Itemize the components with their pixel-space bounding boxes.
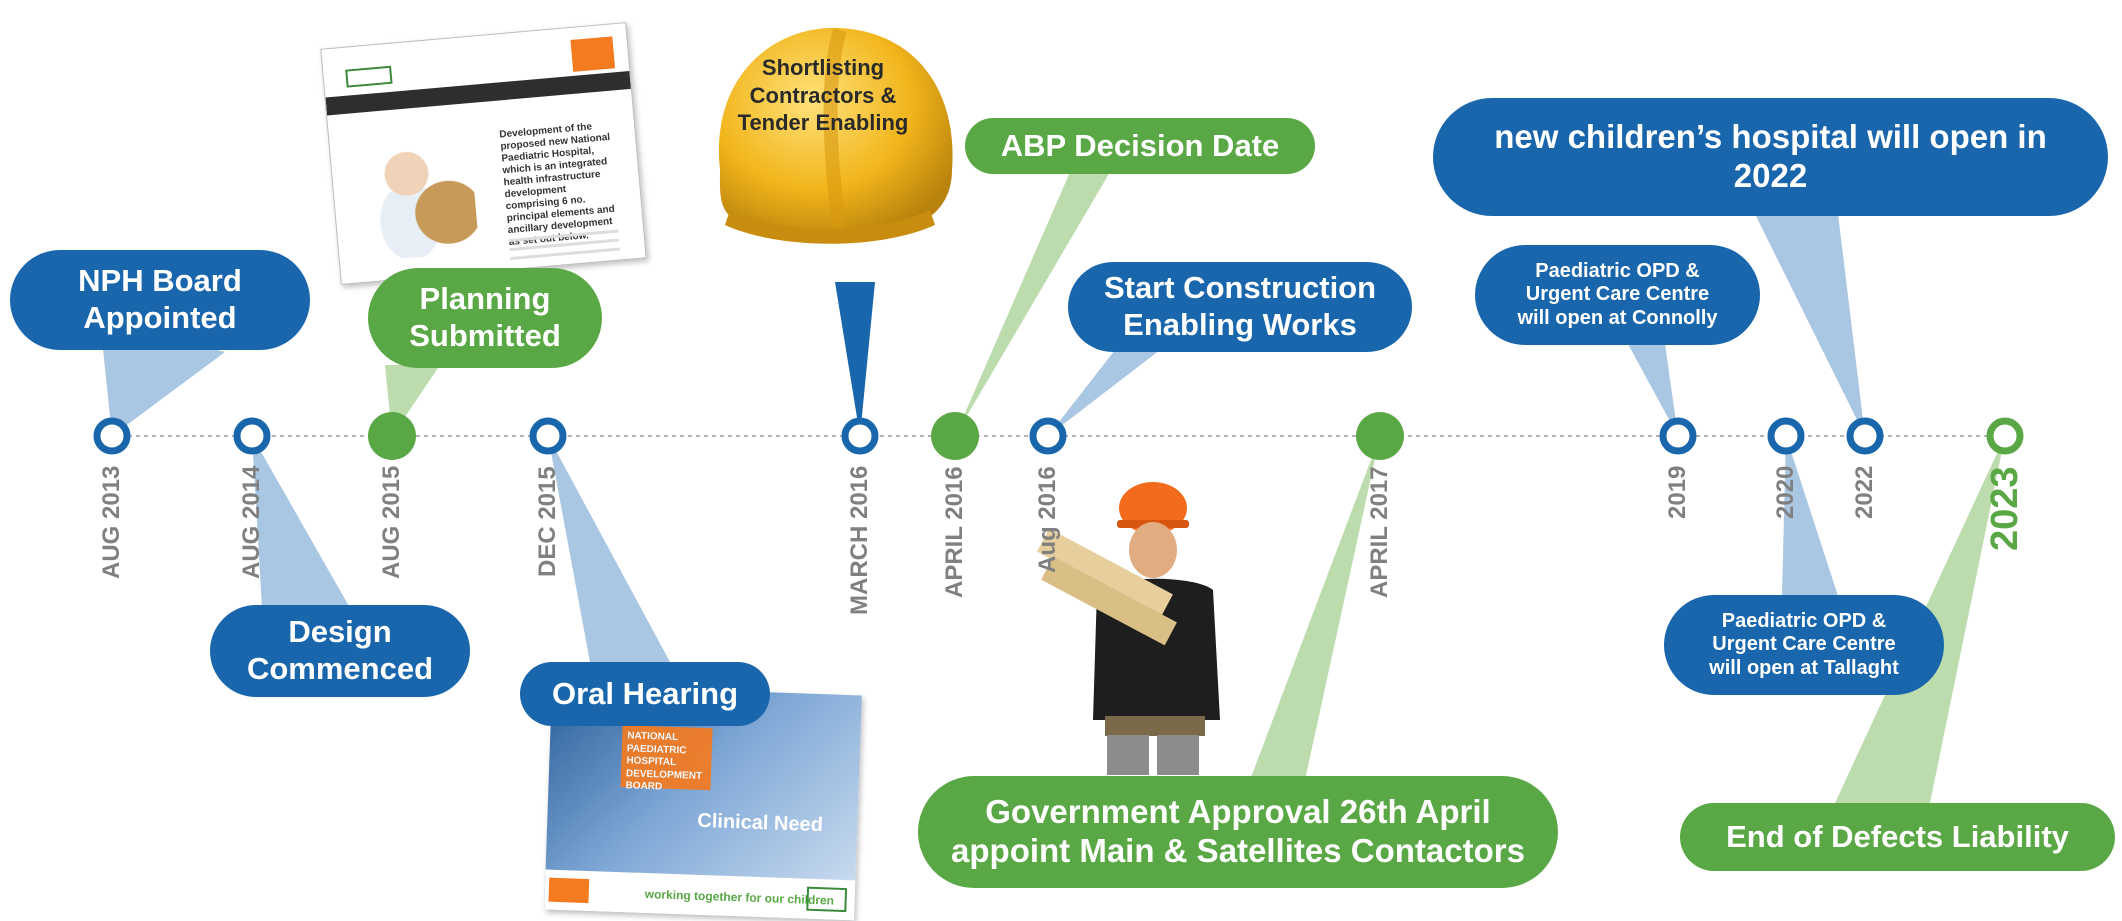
milestone-marker [1986,417,2024,455]
milestone-bubble: End of Defects Liability [1680,803,2115,871]
callout-pointer [1755,214,1865,436]
website-intro-text: Development of the proposed new National… [498,121,616,249]
milestone-date: 2022 [1851,465,1878,519]
milestone-bubble: Paediatric OPD & Urgent Care Centre will… [1475,245,1760,345]
milestone-label: Paediatric OPD & Urgent Care Centre will… [1709,609,1899,679]
ncm-logo-icon [345,65,393,88]
milestone-date: DEC 2015 [534,466,561,577]
milestone-marker [931,412,979,460]
milestone-marker [529,417,567,455]
design-build-logo-icon [548,877,590,904]
milestone-label: Start Construction Enabling Works [1103,270,1377,342]
milestone-bubble: Paediatric OPD & Urgent Care Centre will… [1664,595,1944,695]
callout-pointer [835,282,875,436]
slide-badge: NATIONAL PAEDIATRIC HOSPITAL DEVELOPMENT… [620,725,713,793]
callout-pointer [1048,350,1160,436]
milestone-marker [1356,412,1404,460]
milestone-marker [233,417,271,455]
milestone-date: APRIL 2017 [1366,466,1393,598]
milestone-marker [93,417,131,455]
milestone-marker [1659,417,1697,455]
design-build-logo-icon [570,36,616,72]
callout-pointer [1628,344,1678,436]
milestone-bubble: Planning Submitted [368,268,602,368]
milestone-marker [1846,417,1884,455]
milestone-bubble: Design Commenced [210,605,470,697]
callout-pointer [955,172,1110,436]
milestone-bubble: Start Construction Enabling Works [1068,262,1412,352]
slide-badge-text: NATIONAL PAEDIATRIC HOSPITAL DEVELOPMENT… [625,730,703,793]
milestone-date: AUG 2015 [378,465,405,579]
milestone-date: 2023 [1983,466,2026,551]
milestone-date: 2019 [1664,465,1691,519]
milestone-date: MARCH 2016 [846,465,873,615]
milestone-bubble: ABP Decision Date [965,118,1315,174]
slide-title: Clinical Need [696,809,824,837]
milestone-label: Oral Hearing [551,675,739,711]
milestone-bubble: new children’s hospital will open in 202… [1433,98,2108,216]
callout-pointer [252,436,350,608]
milestone-date: AUG 2013 [98,465,125,579]
callout-pointer [1782,436,1838,596]
milestone-date: APRIL 2016 [941,466,968,598]
ncm-logo-icon [806,886,848,913]
helmet-label: Shortlisting Contractors & Tender Enabli… [718,54,928,137]
milestone-bubble: Government Approval 26th April appoint M… [918,776,1558,888]
milestone-label: Government Approval 26th April appoint M… [951,793,1525,869]
milestone-label: End of Defects Liability [1726,818,2069,854]
milestone-marker [841,417,879,455]
callout-pointer [548,436,670,662]
milestone-marker [1767,417,1805,455]
website-screenshot: Development of the proposed new National… [320,22,647,285]
milestone-label: Planning Submitted [409,281,561,353]
child-with-teddy-image [359,132,480,262]
milestone-label: new children’s hospital will open in 202… [1494,118,2047,194]
milestone-marker [368,412,416,460]
milestone-label: Design Commenced [246,614,434,686]
milestone-bubble: NPH Board Appointed [10,250,310,350]
milestone-date: Aug 2016 [1034,466,1061,573]
milestone-date: 2020 [1772,465,1799,519]
callout-pointer [1250,436,1380,780]
hard-hat-icon [718,27,953,244]
milestone-label: NPH Board Appointed [78,263,242,335]
helmet-label-text: Shortlisting Contractors & Tender Enabli… [737,55,909,135]
milestone-marker [1029,417,1067,455]
construction-worker-photo [1037,482,1220,775]
milestone-label: Paediatric OPD & Urgent Care Centre will… [1517,259,1718,329]
milestone-bubble: Oral Hearing [520,662,770,726]
milestone-date: AUG 2014 [238,465,265,579]
milestone-label: ABP Decision Date [1000,127,1280,163]
